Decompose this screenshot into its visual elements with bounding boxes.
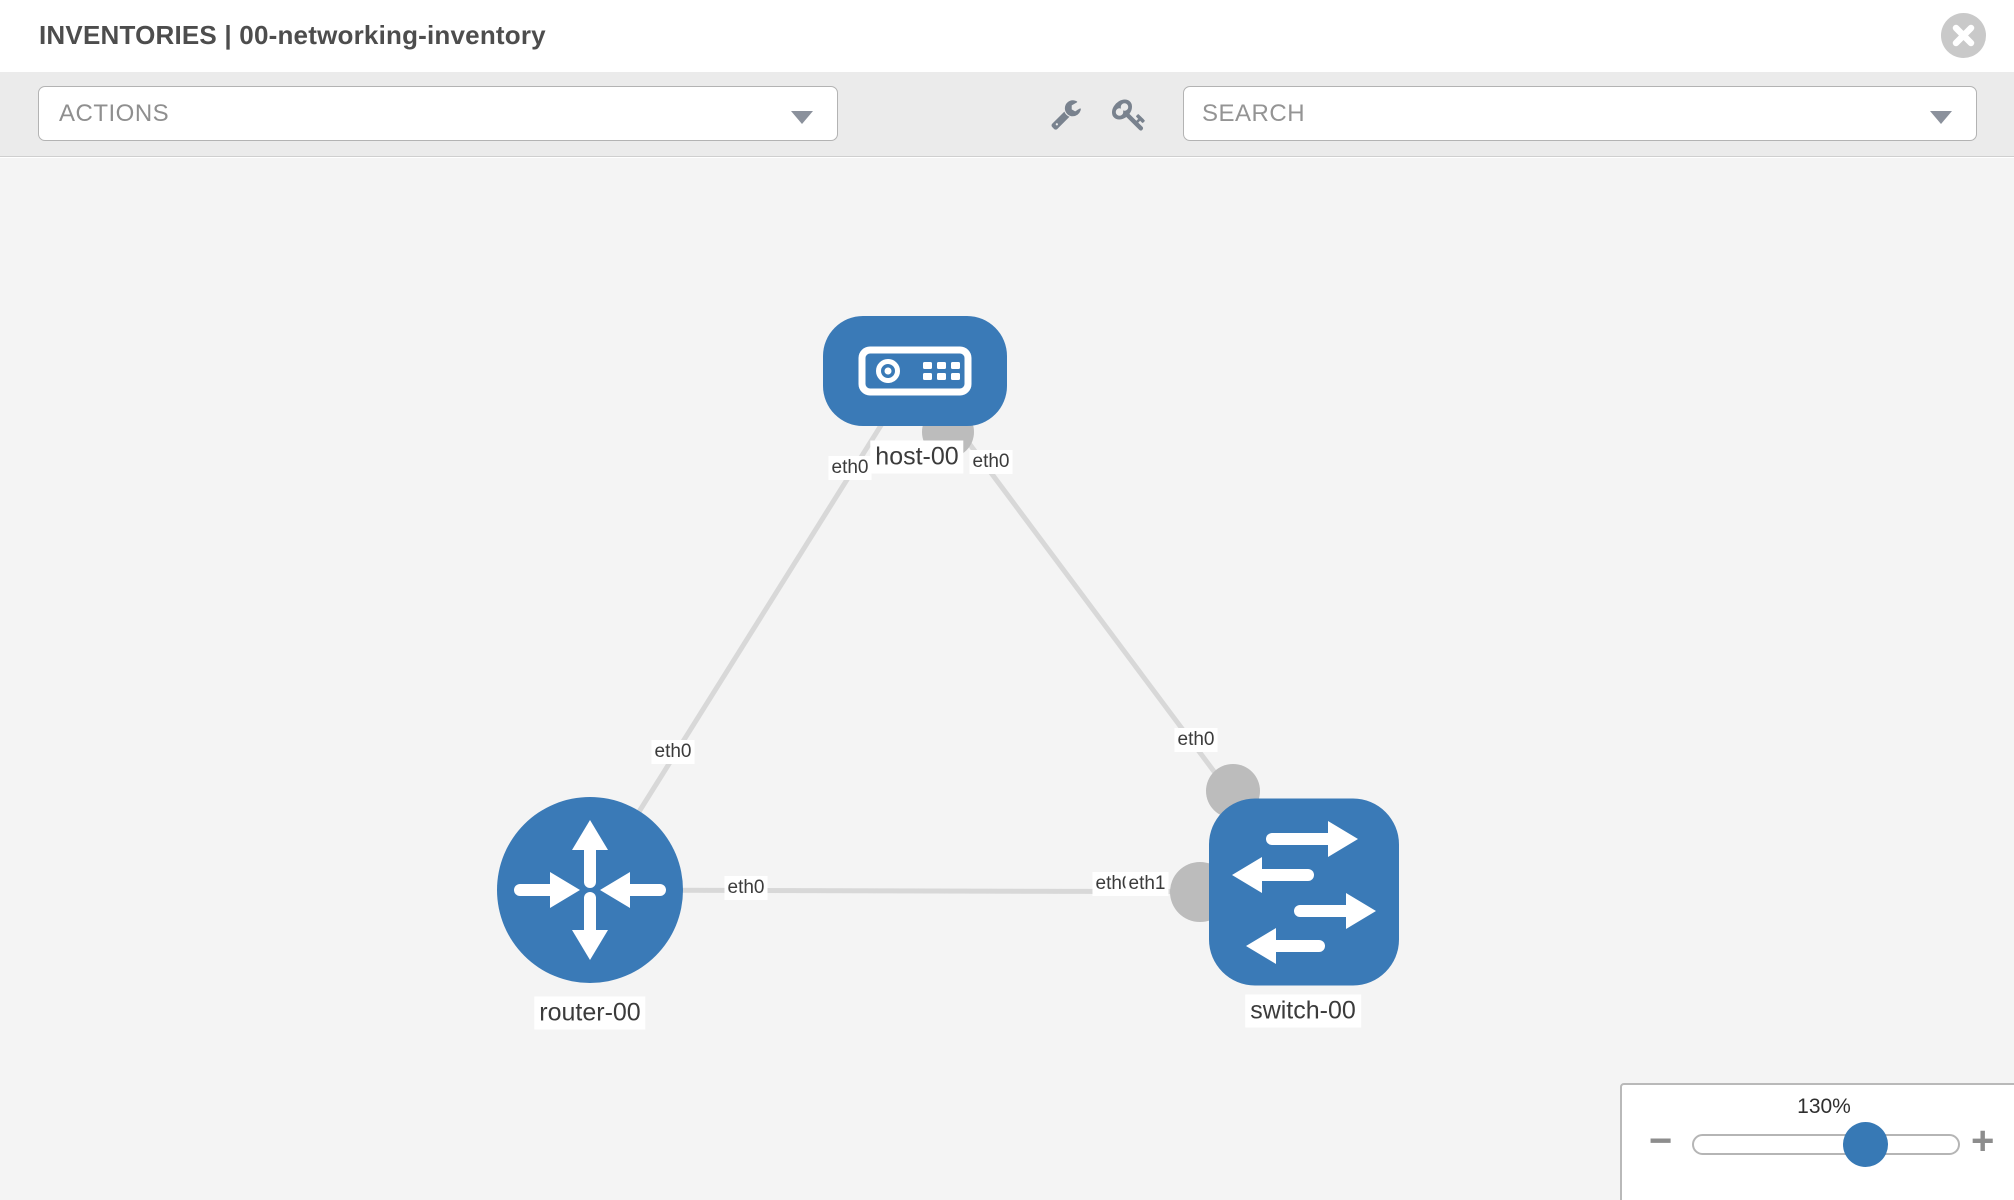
chevron-down-icon bbox=[1930, 111, 1952, 124]
chevron-down-icon bbox=[791, 111, 813, 124]
switch-icon bbox=[1232, 821, 1376, 964]
zoom-level-value: 130% bbox=[1797, 1095, 1851, 1118]
zoom-panel: 130% − + bbox=[1620, 1083, 2014, 1200]
wrench-button[interactable] bbox=[1050, 98, 1082, 130]
wrench-icon bbox=[1050, 98, 1082, 130]
zoom-in-button[interactable]: + bbox=[1971, 1119, 1995, 1163]
search-input[interactable] bbox=[1202, 93, 1902, 135]
zoom-slider-track[interactable] bbox=[1692, 1134, 1960, 1155]
host-icon bbox=[858, 346, 972, 396]
toolbar: ACTIONS bbox=[0, 72, 2014, 157]
key-button[interactable] bbox=[1112, 97, 1147, 132]
node-host-00[interactable] bbox=[823, 316, 1007, 426]
node-router-00[interactable] bbox=[497, 797, 683, 983]
search-dropdown[interactable] bbox=[1183, 86, 1977, 141]
key-icon bbox=[1112, 97, 1147, 132]
header: INVENTORIES | 00-networking-inventory bbox=[0, 0, 2014, 72]
node-switch-00[interactable] bbox=[1209, 798, 1399, 986]
zoom-slider-handle[interactable] bbox=[1843, 1122, 1888, 1167]
zoom-out-button[interactable]: − bbox=[1649, 1119, 1673, 1163]
topology-svg bbox=[497, 316, 1399, 986]
actions-dropdown-label: ACTIONS bbox=[59, 100, 170, 127]
page-title: INVENTORIES | 00-networking-inventory bbox=[39, 20, 546, 50]
actions-dropdown[interactable]: ACTIONS bbox=[38, 86, 838, 141]
router-icon bbox=[514, 820, 666, 960]
close-button[interactable] bbox=[1941, 13, 1986, 58]
